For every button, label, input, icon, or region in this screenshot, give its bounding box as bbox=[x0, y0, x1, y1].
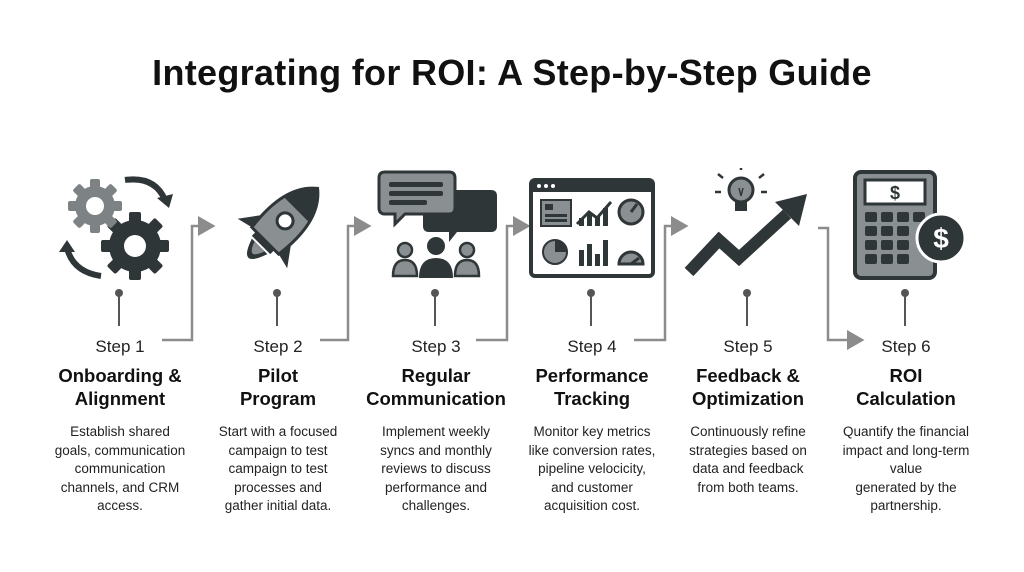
page-title: Integrating for ROI: A Step-by-Step Guid… bbox=[152, 52, 872, 93]
step-label: Step 1 bbox=[95, 337, 145, 356]
step-5: Step 5 Feedback &Optimization Continuous… bbox=[668, 0, 828, 572]
connector-1-2 bbox=[162, 216, 216, 342]
rocket-icon bbox=[213, 168, 343, 288]
step-1: Step 1 Onboarding &Alignment Establish s… bbox=[40, 0, 200, 572]
calculator-dollar-icon: $ $ bbox=[841, 168, 971, 288]
lightbulb-growth-icon bbox=[683, 168, 813, 288]
step-label: Step 2 bbox=[253, 337, 303, 356]
step-label: Step 3 bbox=[411, 337, 461, 356]
step-label: Step 4 bbox=[567, 337, 617, 356]
step-pin bbox=[901, 289, 909, 326]
step-title: Feedback &Optimization bbox=[691, 365, 805, 409]
team-chat-icon bbox=[371, 168, 501, 288]
coin-symbol: $ bbox=[933, 223, 949, 254]
step-pin bbox=[273, 289, 281, 326]
step-label: Step 6 bbox=[881, 337, 931, 356]
connector-2-3 bbox=[320, 216, 372, 342]
connector-3-4 bbox=[476, 216, 531, 342]
step-pin bbox=[743, 289, 751, 326]
connector-5-6 bbox=[818, 226, 865, 350]
connector-4-5 bbox=[634, 216, 689, 342]
dashboard-icon bbox=[527, 168, 657, 288]
step-label: Step 5 bbox=[723, 337, 773, 356]
step-pin bbox=[431, 289, 439, 326]
step-title: Onboarding &Alignment bbox=[58, 365, 182, 409]
calculator-symbol: $ bbox=[890, 183, 900, 203]
step-pin bbox=[115, 289, 123, 326]
gears-cycle-icon bbox=[55, 168, 185, 288]
step-pin bbox=[587, 289, 595, 326]
